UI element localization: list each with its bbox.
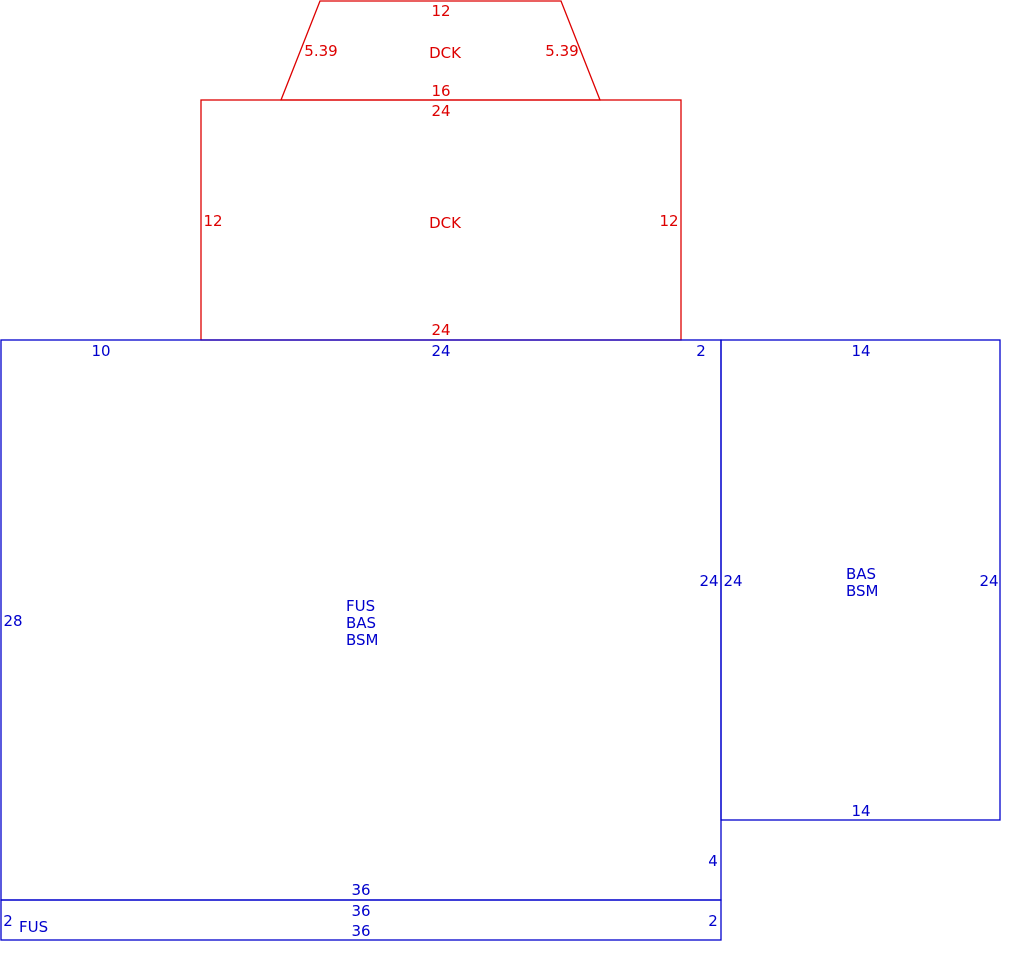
deck-lower-label: DCK <box>429 214 462 232</box>
addition-area-outline <box>720 339 1001 821</box>
addition-label-line-2: BSM <box>846 582 879 600</box>
strip-right-dim: 2 <box>708 912 718 930</box>
main-bottom-dim: 36 <box>351 881 370 899</box>
deck-lower: 24 12 12 24 DCK <box>200 99 682 341</box>
main-area: 10 24 2 28 24 4 36 FUS BAS BSM <box>0 339 722 901</box>
deck-upper-bottom-dim: 16 <box>431 82 450 100</box>
bottom-strip-outline <box>0 899 722 941</box>
main-label-line-2: BAS <box>346 614 376 632</box>
deck-lower-bottom-dim: 24 <box>431 321 450 339</box>
deck-lower-top-dim: 24 <box>431 102 450 120</box>
strip-left-dim: 2 <box>3 912 13 930</box>
main-right-lower-dim: 4 <box>708 852 718 870</box>
strip-bottom-dim: 36 <box>351 922 370 940</box>
deck-lower-left-dim: 12 <box>203 212 222 230</box>
deck-upper-right-dim: 5.39 <box>545 42 578 60</box>
main-label-line-1: FUS <box>346 597 375 615</box>
main-top-mid-dim: 24 <box>431 342 450 360</box>
addition-left-dim: 24 <box>723 572 742 590</box>
strip-top-dim: 36 <box>351 902 370 920</box>
bottom-strip: 36 2 2 36 FUS <box>0 899 722 941</box>
main-top-right-dim: 2 <box>696 342 706 360</box>
deck-lower-right-dim: 12 <box>659 212 678 230</box>
addition-right-dim: 24 <box>979 572 998 590</box>
main-label-line-3: BSM <box>346 631 379 649</box>
addition-label-line-1: BAS <box>846 565 876 583</box>
deck-upper: 12 5.39 5.39 16 DCK <box>280 0 601 101</box>
deck-upper-left-dim: 5.39 <box>304 42 337 60</box>
deck-upper-label: DCK <box>429 44 462 62</box>
main-top-left-dim: 10 <box>91 342 110 360</box>
main-left-dim: 28 <box>3 612 22 630</box>
strip-label: FUS <box>19 918 48 936</box>
addition-top-dim: 14 <box>851 342 870 360</box>
main-right-upper-dim: 24 <box>699 572 718 590</box>
deck-upper-top-dim: 12 <box>431 2 450 20</box>
addition-area: 14 24 24 14 BAS BSM <box>720 339 1001 821</box>
addition-bottom-dim: 14 <box>851 802 870 820</box>
